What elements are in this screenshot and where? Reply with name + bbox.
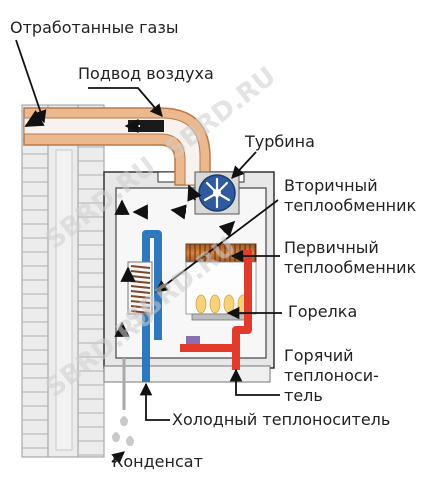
- label-primary-hx-line1: Первичный: [284, 238, 379, 257]
- gas-flow-arrows: [24, 109, 236, 337]
- label-hot-coolant-line1: Горячий: [284, 346, 354, 365]
- label-condensate: Конденсат: [112, 452, 203, 471]
- label-exhaust: Отработанные газы: [10, 18, 179, 37]
- coolant-pipes: [127, 230, 252, 382]
- label-cold-coolant: Холодный теплоноситель: [172, 410, 391, 429]
- label-air-supply: Подвод воздуха: [78, 64, 214, 83]
- label-primary-hx-line2: теплообменник: [284, 258, 417, 277]
- label-secondary-hx-line2: теплообменник: [284, 196, 417, 215]
- label-burner: Горелка: [288, 302, 358, 321]
- turbine-fan: [194, 171, 240, 215]
- label-hot-coolant-line3: тель: [284, 386, 323, 405]
- label-hot-coolant-line2: теплоноси-: [284, 366, 379, 385]
- brick-wall: [21, 104, 105, 458]
- label-turbine: Турбина: [245, 132, 315, 151]
- condensate-drain: [112, 358, 134, 446]
- leader-lines: [15, 39, 282, 465]
- label-secondary-hx-line1: Вторичный: [284, 176, 378, 195]
